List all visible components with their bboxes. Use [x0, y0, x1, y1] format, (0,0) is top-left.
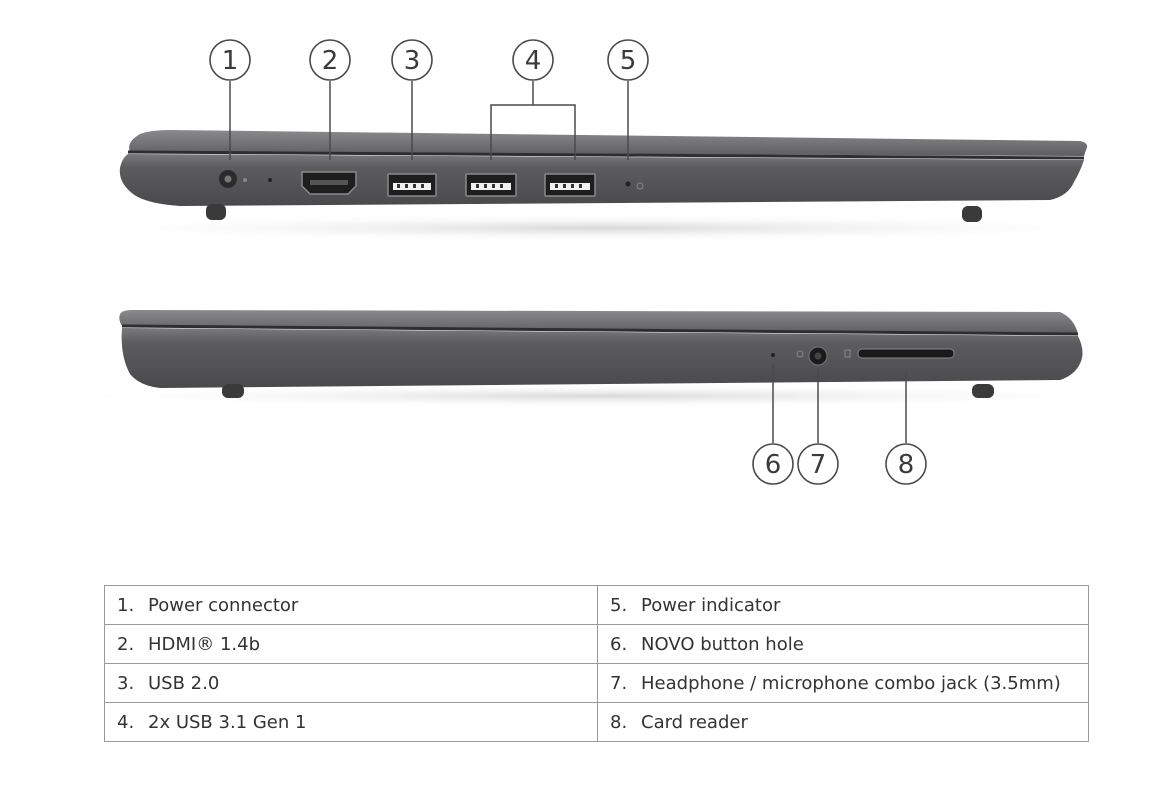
- legend-item-1: 1. Power connector: [104, 585, 598, 625]
- callout-2-label: 2: [322, 46, 339, 76]
- callout-6-label: 6: [765, 450, 782, 480]
- legend-item-4: 4. 2x USB 3.1 Gen 1: [104, 702, 598, 742]
- legend-label: Headphone / microphone combo jack (3.5mm…: [641, 672, 1061, 694]
- status-led: [268, 178, 272, 182]
- usb-2-port: [387, 173, 437, 197]
- card-reader-slot: [844, 348, 955, 359]
- callout-8-label: 8: [898, 450, 915, 480]
- table-row: 1. Power connector 5. Power indicator: [104, 585, 1089, 625]
- legend-item-6: 6. NOVO button hole: [597, 624, 1089, 664]
- table-row: 4. 2x USB 3.1 Gen 1 8. Card reader: [104, 702, 1089, 742]
- legend-number: 3.: [117, 672, 135, 694]
- power-indicator-light: [625, 181, 644, 190]
- callout-3: 3: [391, 39, 433, 81]
- table-row: 2. HDMI® 1.4b 6. NOVO button hole: [104, 624, 1089, 664]
- callout-5-label: 5: [620, 46, 637, 76]
- legend-label: 2x USB 3.1 Gen 1: [148, 711, 307, 733]
- legend-number: 5.: [610, 594, 628, 616]
- legend-number: 7.: [610, 672, 628, 694]
- legend-number: 1.: [117, 594, 135, 616]
- usb-3-port-a: [465, 173, 517, 197]
- callout-1: 1: [209, 39, 251, 81]
- laptop-ports-diagram: 1 2 3 4 5 6 7 8: [40, 39, 1160, 485]
- callout-3-label: 3: [404, 46, 421, 76]
- legend-item-5: 5. Power indicator: [597, 585, 1089, 625]
- legend-item-2: 2. HDMI® 1.4b: [104, 624, 598, 664]
- callout-2: 2: [309, 39, 351, 81]
- callout-7: 7: [797, 443, 839, 485]
- legend-number: 2.: [117, 633, 135, 655]
- legend-item-7: 7. Headphone / microphone combo jack (3.5…: [597, 663, 1089, 703]
- legend-label: Power indicator: [641, 594, 781, 616]
- laptop-right-side-view: [40, 310, 1160, 408]
- laptop-left-side-view: [40, 130, 1160, 242]
- power-connector-port: [219, 170, 247, 188]
- callout-5: 5: [607, 39, 649, 81]
- legend-label: NOVO button hole: [641, 633, 804, 655]
- legend-number: 4.: [117, 711, 135, 733]
- legend-label: HDMI® 1.4b: [148, 633, 261, 655]
- table-row: 3. USB 2.0 7. Headphone / microphone combo…: [104, 663, 1089, 703]
- legend-label: USB 2.0: [148, 672, 220, 694]
- callout-7-label: 7: [810, 450, 827, 480]
- callout-1-label: 1: [222, 46, 239, 76]
- callout-4: 4: [512, 39, 554, 81]
- legend-item-3: 3. USB 2.0: [104, 663, 598, 703]
- hdmi-port: [301, 171, 357, 195]
- combo-audio-jack: [796, 346, 828, 366]
- legend-item-8: 8. Card reader: [597, 702, 1089, 742]
- legend-label: Card reader: [641, 711, 748, 733]
- callout-8: 8: [885, 443, 927, 485]
- novo-button-hole: [771, 353, 775, 357]
- leader-lines: [229, 81, 907, 443]
- callout-6: 6: [752, 443, 794, 485]
- legend-number: 8.: [610, 711, 628, 733]
- legend-number: 6.: [610, 633, 628, 655]
- usb-3-port-b: [544, 173, 596, 197]
- port-legend-table: 1. Power connector 5. Power indicator 2. HD…: [104, 585, 1089, 742]
- callout-4-label: 4: [525, 46, 542, 76]
- legend-label: Power connector: [148, 594, 299, 616]
